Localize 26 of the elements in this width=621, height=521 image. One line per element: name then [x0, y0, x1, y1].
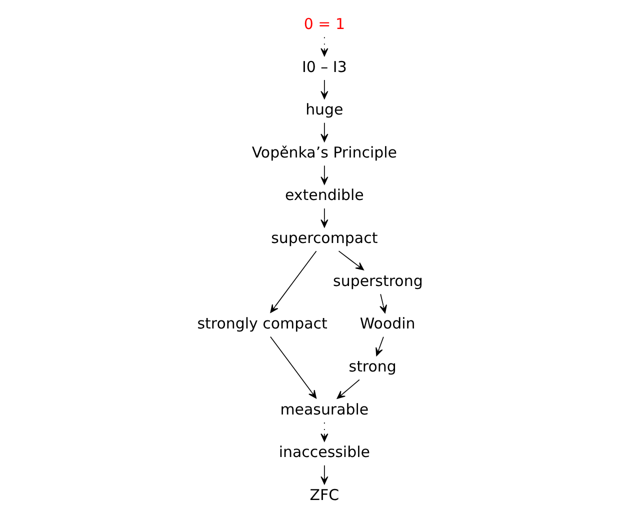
arrow — [320, 122, 328, 142]
arrow — [380, 294, 387, 314]
node-text: strong — [348, 358, 396, 376]
node-text: measurable — [280, 400, 369, 418]
node-text: superstrong — [333, 272, 423, 290]
node-text: I0 – I3 — [302, 58, 347, 76]
arrow — [320, 464, 328, 485]
node-text: 0 = 1 — [304, 14, 345, 33]
node-text: strongly compact — [197, 314, 328, 333]
arrow — [336, 379, 360, 399]
node-text: ZFC — [310, 486, 340, 504]
arrow — [320, 422, 328, 442]
arrow — [338, 250, 364, 270]
node-text: Vopěnka’s Principle — [252, 143, 397, 162]
arrow — [320, 36, 328, 56]
node-text: inaccessible — [278, 443, 370, 462]
arrow — [270, 336, 317, 399]
arrow — [376, 336, 384, 356]
node-text: huge — [306, 100, 344, 119]
node-text: extendible — [284, 186, 364, 204]
node-text: supercompact — [271, 229, 378, 248]
arrow — [320, 208, 328, 228]
arrow — [270, 250, 317, 313]
node-text: Woodin — [360, 314, 416, 333]
arrow — [320, 165, 328, 185]
arrow — [320, 80, 328, 100]
